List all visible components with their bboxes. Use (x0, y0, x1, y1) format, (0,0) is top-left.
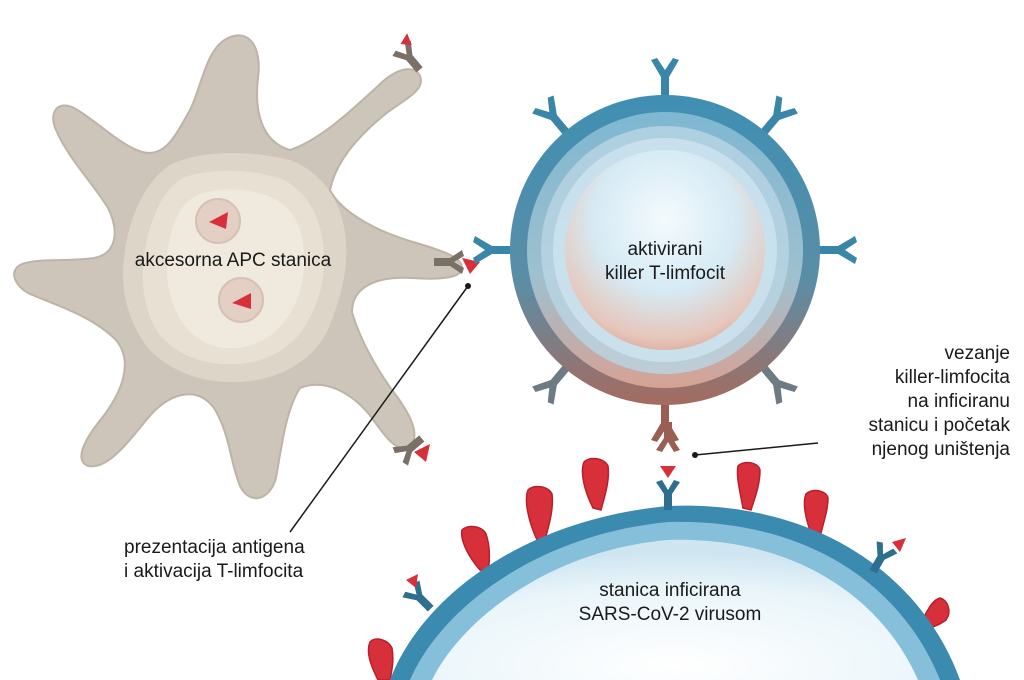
t-cell-label: aktivirani killer T-limfocit (565, 238, 765, 286)
antigen-infected-left (406, 574, 418, 588)
infected-cell-interior (432, 539, 918, 680)
t-cell-label-line-2: killer T-limfocit (605, 263, 725, 284)
apc-cell-label: akcesorna APC stanica (98, 249, 368, 273)
apc-cell-label-text: akcesorna APC stanica (134, 250, 332, 271)
antigen-infected-right (892, 538, 906, 552)
antigen-bottom (414, 444, 430, 462)
infected-cell-label: stanica inficirana SARS-CoV-2 virusom (560, 579, 780, 627)
binding-label-line-2: killer-limfocita (894, 367, 1010, 388)
apc-cell (13, 33, 480, 500)
tcr-binding-receptor (656, 422, 680, 452)
binding-label-line-5: njenog uništenja (871, 439, 1010, 460)
infected-cell-label-line-1: stanica inficirana (599, 580, 741, 601)
presentation-label: prezentacija antigena i aktivacija T-lim… (124, 536, 384, 584)
antigen-fragment-2 (232, 293, 251, 309)
presentation-pointer-line (289, 285, 469, 533)
viral-spikes (367, 457, 950, 680)
binding-pointer-dot (692, 452, 698, 458)
infected-cell (367, 457, 960, 680)
binding-pointer-line (694, 442, 819, 456)
tcell-interior (565, 150, 765, 350)
antigen-infected-center (660, 466, 676, 478)
presentation-pointer-dot (465, 283, 471, 289)
presentation-label-line-2: i aktivacija T-limfocita (124, 561, 304, 582)
binding-label-line-4: stanicu i početak (868, 415, 1010, 436)
binding-label-line-3: na inficiranu (907, 391, 1010, 412)
mhc-receptor-top (392, 33, 423, 73)
binding-label: vezanje killer-limfocita na inficiranu s… (790, 342, 1010, 462)
mhc-receptor-bottom (392, 435, 425, 466)
mhc-receptor-right (434, 250, 464, 274)
t-cell-label-line-1: aktivirani (627, 239, 703, 260)
killer-t-cell (473, 58, 857, 442)
infected-cell-label-line-2: SARS-CoV-2 virusom (578, 604, 762, 625)
tcell-receptors (473, 58, 857, 442)
presentation-label-line-1: prezentacija antigena (124, 537, 305, 558)
binding-label-line-1: vezanje (944, 343, 1011, 364)
antigen-fragment-1 (209, 212, 228, 229)
infected-receptors (402, 480, 898, 612)
